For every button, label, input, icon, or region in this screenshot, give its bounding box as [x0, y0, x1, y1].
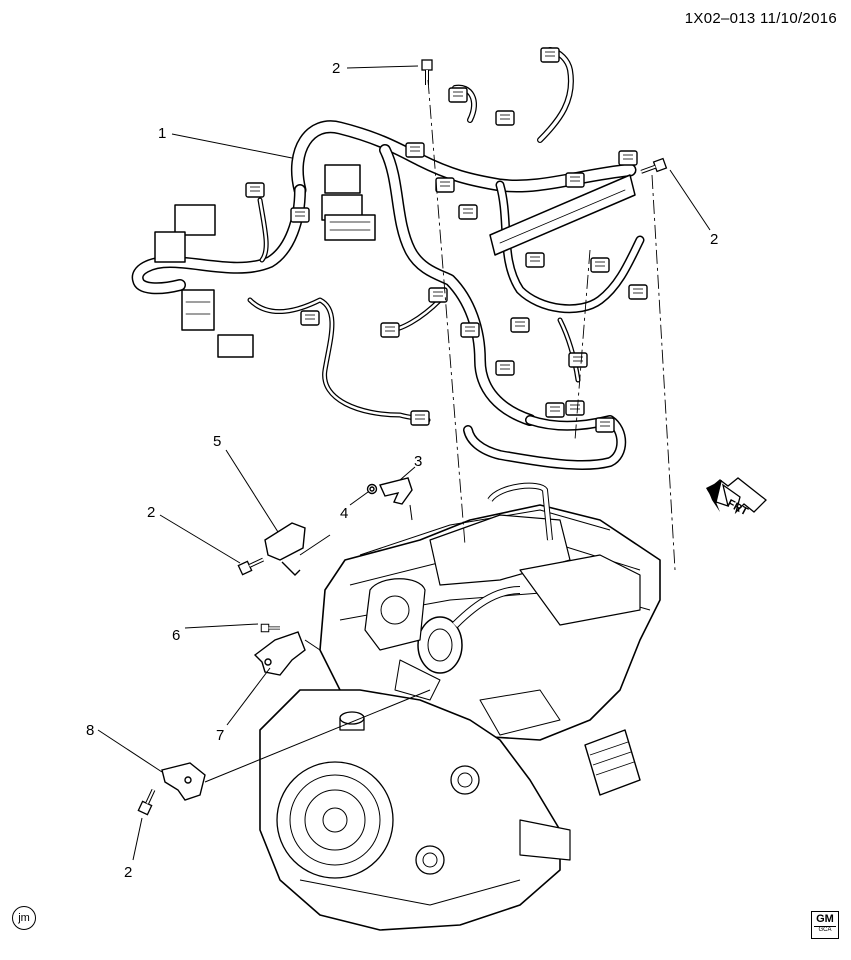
gm-logo-sub: GCA	[814, 926, 836, 934]
harness-clip-5	[264, 522, 306, 576]
harness-bracket-3	[366, 477, 413, 505]
front-arrow: FRT	[706, 477, 767, 518]
engine-assembly	[259, 482, 661, 931]
callout-2-mid: 2	[147, 504, 155, 521]
callout-5: 5	[213, 433, 221, 450]
gm-logo: GM GCA	[811, 911, 839, 939]
gm-logo-text: GM	[816, 913, 834, 925]
harness-bracket-7	[253, 631, 306, 676]
phantom-lines	[427, 79, 676, 571]
harness-bracket-8	[161, 762, 206, 801]
callout-4: 4	[340, 505, 348, 522]
callout-1: 1	[158, 125, 166, 142]
wiring-harness	[131, 47, 645, 470]
diagram-code-date: 1X02–013 11/10/2016	[684, 10, 837, 27]
callout-7: 7	[216, 727, 224, 744]
artist-mark: jm	[12, 906, 36, 930]
callout-2-bottom: 2	[124, 864, 132, 881]
callout-2-right: 2	[710, 231, 718, 248]
leader-lines	[97, 65, 711, 861]
harness-connectors	[245, 47, 648, 433]
callout-3: 3	[414, 453, 422, 470]
callout-8: 8	[86, 722, 94, 739]
callout-2-top: 2	[332, 60, 340, 77]
callout-6: 6	[172, 627, 180, 644]
